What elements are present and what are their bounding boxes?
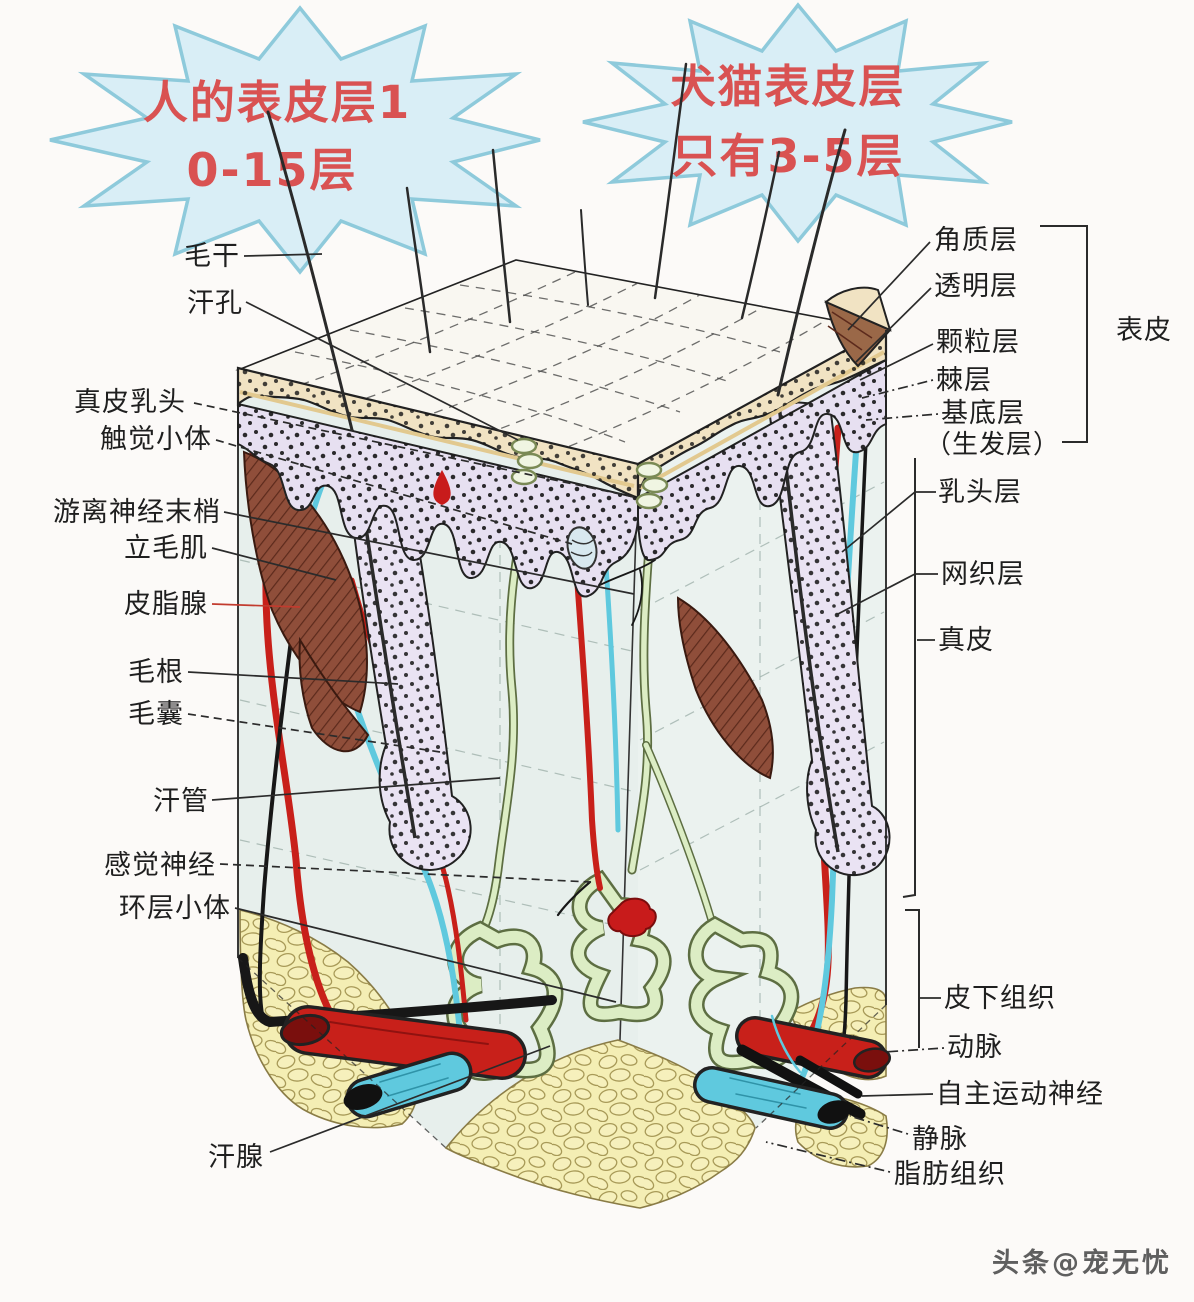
label-artery: 动脉	[947, 1032, 1003, 1063]
labels-right: 角质层 透明层 颗粒层 棘层 基底层 （生发层） 表皮 乳头层 网织层 真皮 皮…	[894, 225, 1172, 1190]
starburst-right: 犬猫表皮层 只有3-5层	[582, 2, 1013, 244]
vein-opening	[343, 1084, 383, 1110]
callout-petcat-line1: 犬猫表皮层	[670, 60, 905, 113]
label-sebaceous-gland: 皮脂腺	[124, 589, 208, 620]
artery-tube	[286, 1008, 524, 1077]
label-stratum-corneum: 角质层	[934, 225, 1018, 256]
label-dermis: 真皮	[938, 625, 994, 656]
label-dermal-papilla: 真皮乳头	[74, 387, 186, 418]
epidermis-band	[236, 326, 888, 500]
leader-lines	[187, 225, 1088, 1173]
label-arrector-pili: 立毛肌	[124, 533, 208, 564]
epidermis-peel-flap	[824, 286, 892, 368]
label-subcutaneous-tissue: 皮下组织	[944, 983, 1056, 1014]
artery-tube-right	[738, 1019, 885, 1076]
hairs	[266, 62, 847, 432]
label-epidermis: 表皮	[1116, 315, 1172, 346]
label-vein: 静脉	[912, 1124, 968, 1155]
label-stratum-basale: 基底层	[941, 398, 1025, 429]
artery-opening-right	[852, 1047, 892, 1073]
label-sensory-nerve: 感觉神经	[104, 850, 216, 881]
nerve-stick-2	[795, 1055, 863, 1099]
label-sweat-pore: 汗孔	[187, 288, 243, 319]
watermark: 头条@宠无忧	[992, 1247, 1172, 1279]
subcutis-bracket	[905, 909, 920, 1048]
labels-left: 毛干 汗孔 真皮乳头 触觉小体 游离神经末梢 立毛肌 皮脂腺 毛根 毛囊 汗管 …	[53, 241, 264, 1173]
label-sweat-gland: 汗腺	[208, 1142, 264, 1173]
label-tactile-corpuscle: 触觉小体	[100, 424, 212, 455]
front-corner-edge	[619, 465, 639, 1041]
label-lamellar-corpuscle: 环层小体	[119, 893, 231, 924]
callout-human-line1: 人的表皮层1	[143, 76, 411, 129]
label-stratum-granulosum: 颗粒层	[936, 327, 1020, 358]
tactile-corpuscle-shape	[566, 526, 598, 570]
epidermis-bracket	[1040, 225, 1088, 443]
label-autonomic-motor-nerve: 自主运动神经	[936, 1079, 1104, 1110]
artery-opening	[279, 1013, 331, 1047]
hair-follicle-left-group	[340, 429, 472, 871]
callout-human-line2: 0-15层	[186, 143, 357, 197]
label-hair-root: 毛根	[128, 657, 184, 688]
vein-tube-right	[696, 1069, 846, 1127]
starburst-shape	[49, 5, 541, 275]
label-hair-shaft: 毛干	[184, 241, 240, 272]
callout-petcat-line2: 只有3-5层	[671, 129, 904, 183]
label-free-nerve-endings: 游离神经末梢	[53, 497, 221, 528]
sweat-glands	[446, 495, 800, 1081]
label-sweat-duct: 汗管	[153, 786, 209, 817]
label-papillary-layer: 乳头层	[938, 477, 1022, 508]
bottom-left-tubes	[238, 953, 557, 1119]
free-nerve-teardrop	[433, 470, 451, 505]
starburst-left: 人的表皮层1 0-15层	[49, 5, 541, 275]
sebaceous-gland-left	[242, 450, 370, 753]
sebaceous-gland-right	[676, 596, 774, 780]
bottom-right-tubes	[693, 1014, 892, 1130]
block-edges	[237, 330, 887, 1149]
skin-block	[235, 62, 892, 1209]
label-stratum-basale-alt: （生发层）	[925, 430, 1060, 460]
starburst-shape	[582, 2, 1013, 244]
dermis-bracket	[902, 458, 916, 898]
sweat-pore-corkscrews	[510, 437, 669, 510]
label-reticular-layer: 网织层	[941, 559, 1025, 590]
free-nerve-ending-lines	[599, 559, 656, 626]
label-adipose-tissue: 脂肪组织	[894, 1159, 1006, 1190]
lamellar-corpuscle-blob	[607, 897, 657, 937]
vein-opening-right	[817, 1100, 851, 1124]
label-stratum-lucidum: 透明层	[934, 271, 1018, 302]
label-stratum-spinosum: 棘层	[936, 365, 992, 396]
label-hair-follicle: 毛囊	[128, 699, 184, 730]
